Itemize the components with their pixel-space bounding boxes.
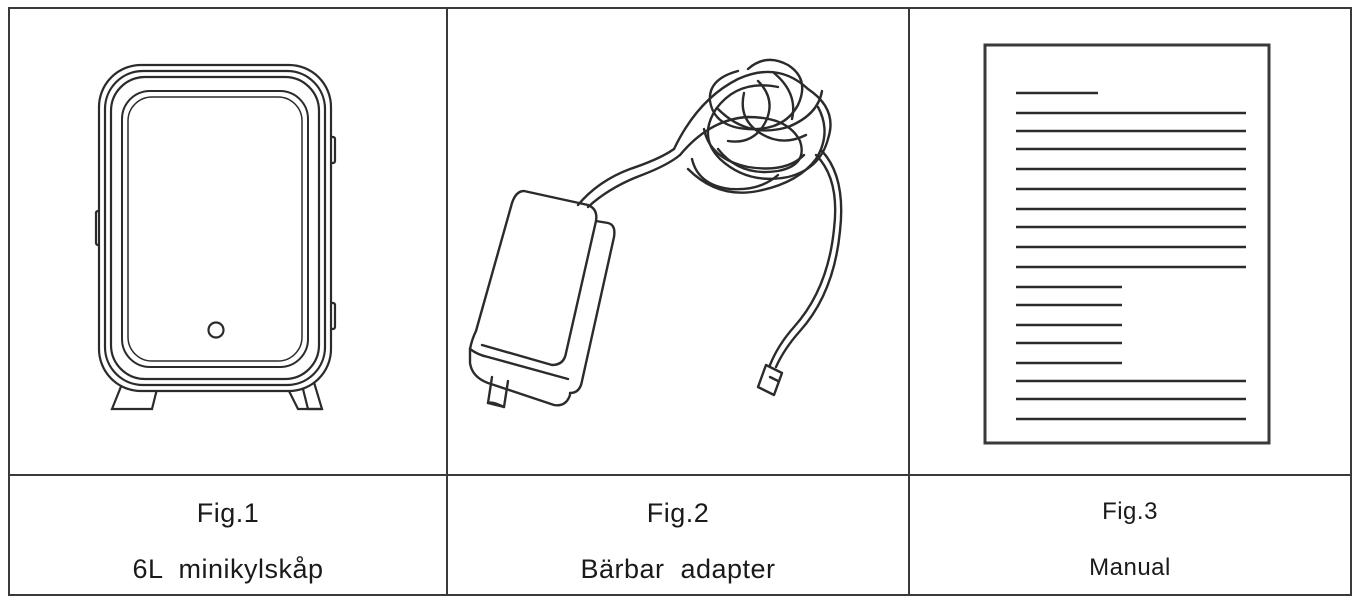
manual-document-icon: [983, 43, 1271, 445]
table-border-left: [8, 7, 10, 596]
power-adapter-cell: [448, 9, 908, 474]
figure-label: Fig.1: [196, 498, 260, 528]
power-adapter-icon: [468, 58, 843, 409]
table-border-top: [8, 7, 1352, 9]
table-column-divider: [446, 7, 448, 596]
caption-fig-1: Fig.1 6L minikylskåp: [10, 476, 446, 594]
figure-label: Fig.3: [1102, 498, 1158, 525]
figure-description: 6L minikylskåp: [132, 554, 324, 584]
figure-description: Bärbar adapter: [580, 554, 776, 584]
table-row-divider: [8, 474, 1352, 476]
figure-label: Fig.2: [646, 498, 710, 528]
mini-fridge-icon: [94, 63, 337, 411]
table-border-bottom: [8, 594, 1352, 596]
caption-fig-2: Fig.2 Bärbar adapter: [448, 476, 908, 594]
mini-fridge-cell: [10, 9, 446, 474]
manual-cell: [910, 9, 1350, 474]
table-border-right: [1350, 7, 1352, 596]
caption-fig-3: Fig.3 Manual: [910, 476, 1350, 594]
figure-description: Manual: [1089, 554, 1171, 581]
table-column-divider: [908, 7, 910, 596]
